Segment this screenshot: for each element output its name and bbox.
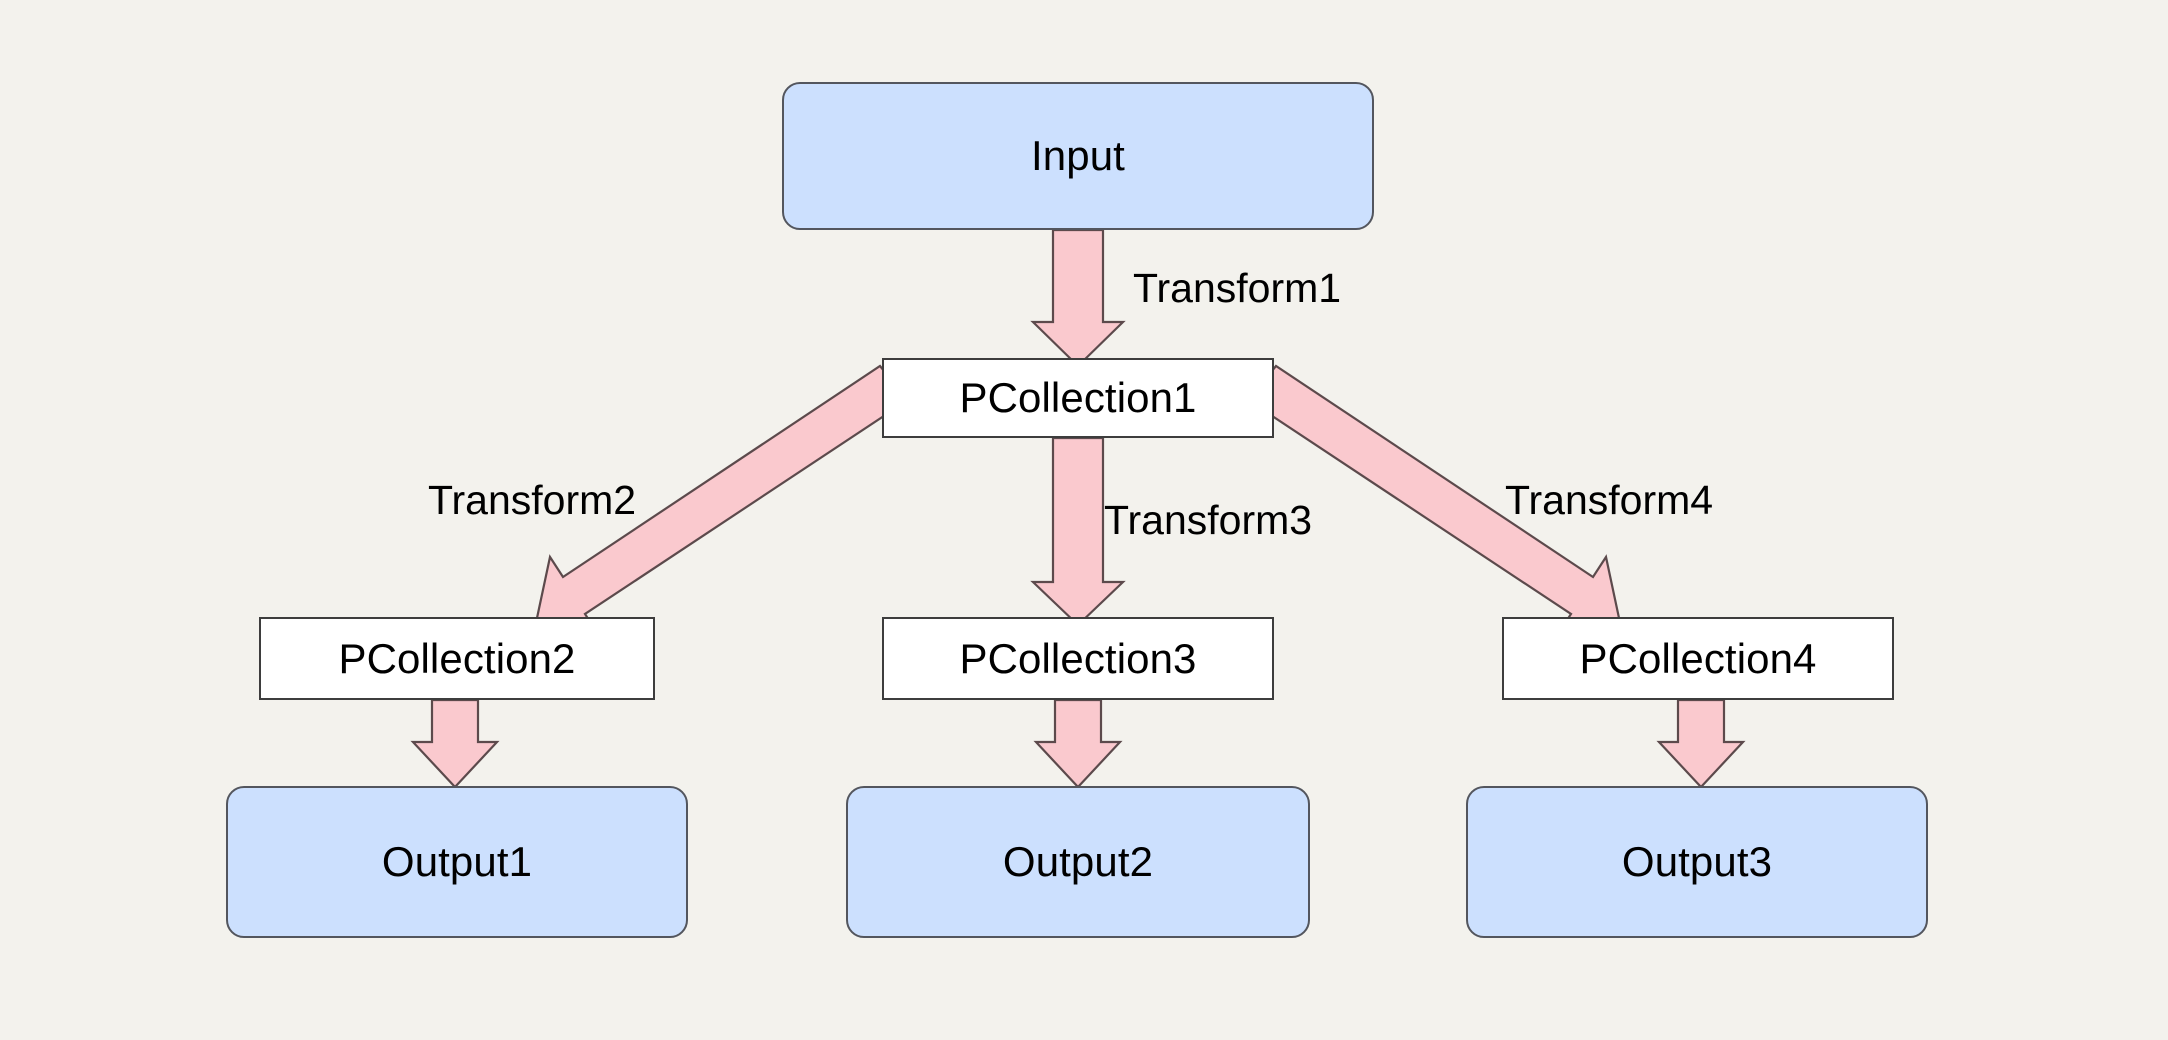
node-pcollection2[interactable]: PCollection2	[259, 617, 655, 700]
node-output2[interactable]: Output2	[846, 786, 1310, 938]
node-pcollection1-label: PCollection1	[959, 374, 1197, 421]
node-pcollection1[interactable]: PCollection1	[882, 358, 1274, 438]
edge-transform1-arrow	[1030, 228, 1126, 368]
node-pcollection2-label: PCollection2	[338, 634, 576, 682]
edge-label-transform4: Transform4	[1505, 477, 1714, 523]
node-pcollection3-label: PCollection3	[959, 634, 1197, 682]
edge-transform3-arrow	[1030, 436, 1126, 627]
edge-pcollection4-output3-arrow	[1656, 698, 1746, 789]
node-output1-label: Output1	[381, 838, 533, 885]
node-pcollection4-label: PCollection4	[1579, 634, 1817, 682]
node-output2-label: Output2	[1002, 838, 1154, 885]
edge-label-transform3: Transform3	[1104, 497, 1313, 543]
node-output3-label: Output3	[1621, 838, 1773, 885]
node-output3[interactable]: Output3	[1466, 786, 1928, 938]
edge-label-transform2: Transform2	[428, 477, 637, 523]
node-input-label: Input	[1031, 132, 1125, 179]
node-input[interactable]: Input	[782, 82, 1374, 230]
node-pcollection4[interactable]: PCollection4	[1502, 617, 1894, 700]
edge-pcollection3-output2-arrow	[1033, 698, 1123, 789]
node-pcollection3[interactable]: PCollection3	[882, 617, 1274, 700]
edge-pcollection2-output1-arrow	[410, 698, 500, 789]
node-output1[interactable]: Output1	[226, 786, 688, 938]
edge-label-transform1: Transform1	[1133, 265, 1342, 311]
